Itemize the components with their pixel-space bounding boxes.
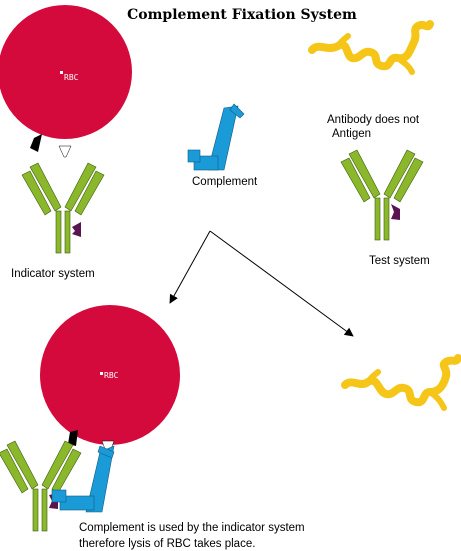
marker-indicator xyxy=(72,222,81,237)
antibody-indicator-bottom xyxy=(0,440,82,532)
arrow-to-indicator xyxy=(169,230,211,304)
rbc-top-label: RBC xyxy=(64,73,79,82)
label-antibody-line2: Antigen xyxy=(332,128,371,140)
label-antibody-line1: Antibody does not xyxy=(327,114,420,126)
rbc-bottom: RBC xyxy=(40,305,180,453)
antigen-bottom-branch xyxy=(365,369,447,411)
marker-test xyxy=(391,204,400,220)
result-line1: Complement is used by the indicator syst… xyxy=(79,522,305,534)
antibody-indicator-top xyxy=(21,162,105,254)
diagram-title: Complement Fixation System xyxy=(127,7,357,23)
complement-top xyxy=(187,103,245,171)
rbc-bottom-label: RBC xyxy=(104,371,119,380)
label-indicator-system: Indicator system xyxy=(11,268,95,280)
receptor-bottom xyxy=(68,430,78,446)
rbc-top: RBC xyxy=(0,5,132,158)
receptor-top xyxy=(30,134,42,152)
antigen-top-branch xyxy=(335,33,415,75)
result-line2: therefore lysis of RBC takes place. xyxy=(79,538,255,550)
cell-pointer-top xyxy=(58,145,72,158)
antigen-bottom xyxy=(341,354,461,407)
label-test-system: Test system xyxy=(369,255,430,267)
complement-bottom xyxy=(51,445,115,513)
label-complement: Complement xyxy=(192,176,258,188)
arrow-to-test xyxy=(209,230,354,337)
antigen-top xyxy=(308,20,434,71)
antibody-test-system xyxy=(340,149,424,241)
